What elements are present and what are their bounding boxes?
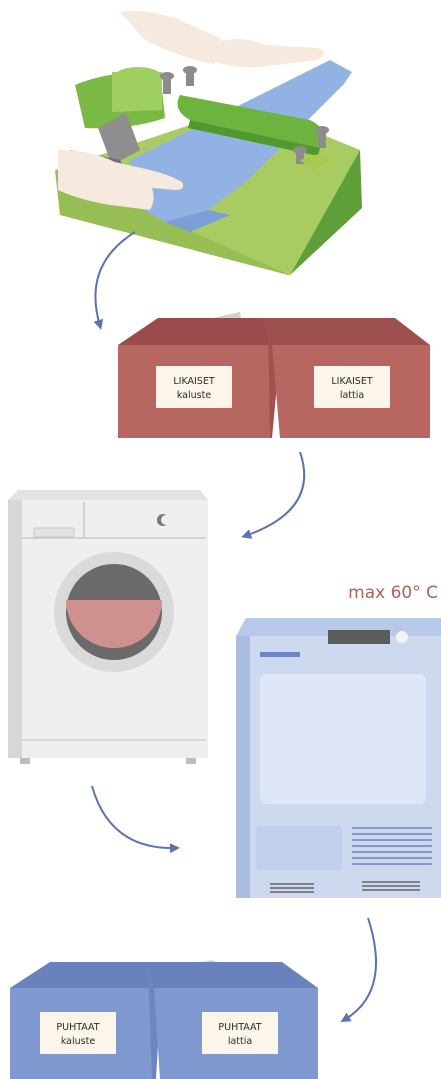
detergent-drawer	[34, 528, 74, 537]
arrow-dryer-to-clean-bins	[344, 918, 376, 1020]
arrow-wringer-to-dirty-bins	[95, 232, 135, 326]
dryer-knob	[396, 631, 408, 643]
dryer-door	[260, 674, 426, 804]
label-dirty-floor-line1: LIKAISET	[331, 376, 372, 387]
label-dirty-floor-line2: lattia	[340, 390, 364, 401]
label-clean-furniture	[40, 1012, 116, 1054]
label-clean-floor-line1: PUHTAAT	[218, 1022, 261, 1033]
tumble-dryer	[236, 618, 441, 898]
dryer-display	[328, 630, 390, 644]
label-clean-furniture-line2: kaluste	[61, 1036, 95, 1047]
arrow-bins-to-washer	[245, 452, 304, 536]
label-clean-floor	[202, 1012, 278, 1054]
label-dirty-furniture-line1: LIKAISET	[173, 376, 214, 387]
mop-wringer-illustration	[55, 11, 362, 275]
washing-machine	[8, 490, 208, 764]
label-clean-furniture-line1: PUHTAAT	[56, 1022, 99, 1033]
label-dirty-furniture	[156, 366, 232, 408]
label-dirty-furniture-line2: kaluste	[177, 390, 211, 401]
clean-bins: PUHTAAT kaluste PUHTAAT lattia	[10, 960, 318, 1079]
arrow-washer-to-dryer	[92, 786, 176, 848]
dryer-temperature-label: max 60° C	[348, 583, 438, 603]
label-dirty-floor	[314, 366, 390, 408]
label-clean-floor-line2: lattia	[228, 1036, 252, 1047]
dirty-bins: LIKAISET kaluste LIKAISET lattia	[118, 312, 430, 438]
